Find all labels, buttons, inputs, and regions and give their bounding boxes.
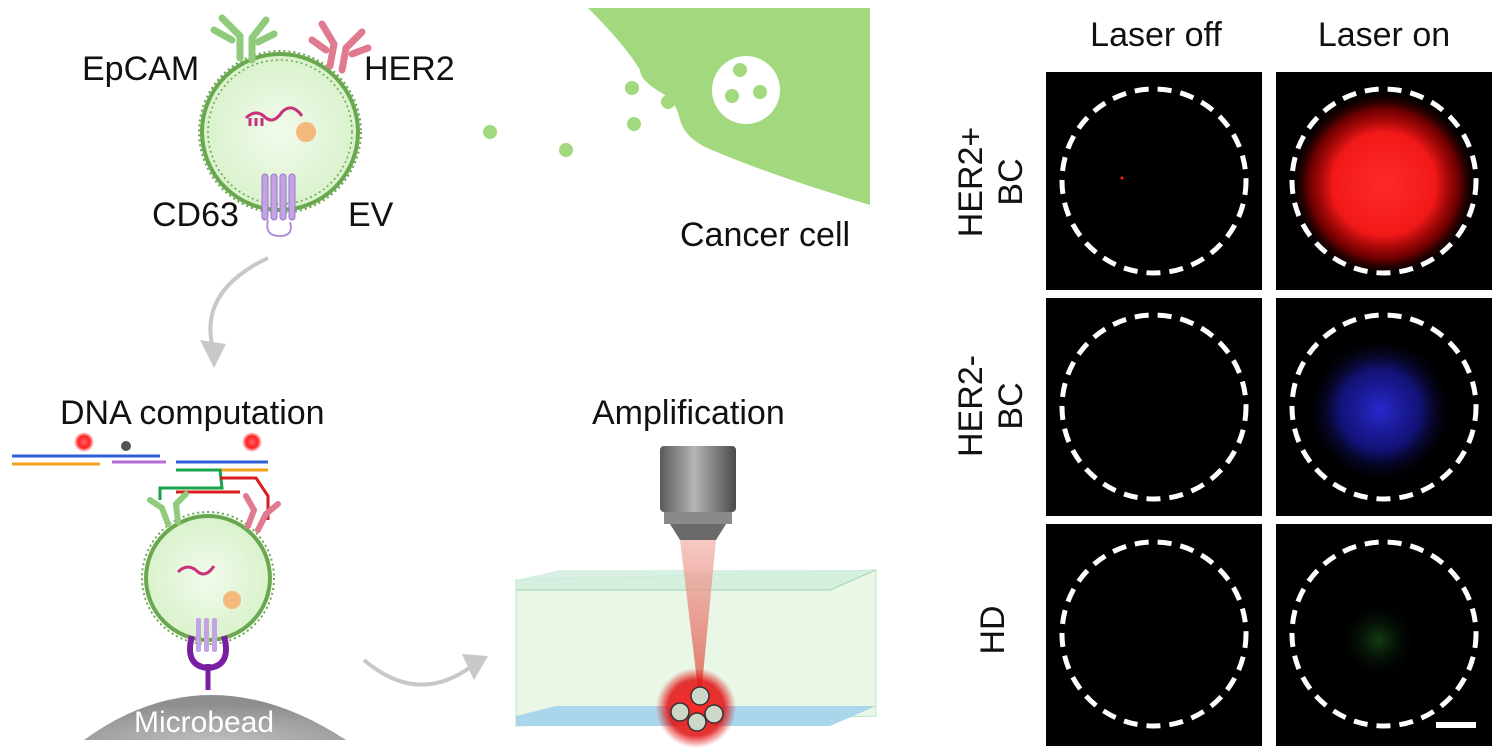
image-her2-neg-laser-off xyxy=(1046,298,1262,516)
rna-hairpin-icon xyxy=(176,565,216,576)
row-label-line1: HD xyxy=(974,605,1012,654)
ev-label: EV xyxy=(348,196,394,234)
chamber-outline xyxy=(1059,539,1249,729)
epcam-antibody-icon xyxy=(210,14,278,64)
ev-particle xyxy=(725,89,739,103)
flow-arrow-right xyxy=(362,654,488,687)
protein-cargo-icon xyxy=(296,122,316,142)
ev-particle xyxy=(625,81,639,95)
quencher-icon xyxy=(121,441,131,451)
cd63-capture-icon xyxy=(187,618,229,690)
column-header-laser-off: Laser off xyxy=(1090,16,1222,54)
captured-ev-membrane xyxy=(141,511,275,645)
microbead xyxy=(84,695,346,740)
ev-particle xyxy=(483,125,497,139)
row-label-hd: HD xyxy=(974,605,1012,654)
dna-computation-panel: DNA computation xyxy=(12,394,346,740)
her2-antibody-icon xyxy=(243,493,281,533)
blue-signal xyxy=(1306,336,1454,484)
ev-particle xyxy=(733,63,747,77)
scale-bar xyxy=(1436,722,1476,728)
amplification-spot xyxy=(656,668,736,748)
signal-speck xyxy=(1120,176,1124,180)
bead-particle xyxy=(687,712,707,732)
ev-particle xyxy=(661,95,675,109)
row-label-line1: HER2- xyxy=(952,355,990,457)
exocytosis-vesicle xyxy=(712,56,780,124)
cancer-cell-label: Cancer cell xyxy=(680,216,850,254)
bead-particle xyxy=(690,686,710,706)
fluorophore-icon xyxy=(242,432,262,452)
green-signal xyxy=(1338,600,1418,680)
bead-particle xyxy=(704,704,724,724)
row-label-her2-pos: HER2+ BC xyxy=(952,127,1030,238)
chamber-outline xyxy=(1289,86,1479,276)
cancer-cell: Cancer cell xyxy=(483,8,870,254)
epcam-label: EpCAM xyxy=(82,50,199,88)
chamber-outline xyxy=(1289,312,1479,502)
bead-particle xyxy=(670,702,690,722)
ev-schematic: EpCAM HER2 CD63 EV xyxy=(82,14,455,238)
ev-particle xyxy=(559,143,573,157)
amplification-panel: Amplification xyxy=(515,394,877,748)
ev-particle xyxy=(627,117,641,131)
dna-strands xyxy=(12,454,270,520)
flow-arrow-down xyxy=(200,256,269,368)
chamber-outline xyxy=(1059,86,1249,276)
imaging-grid: Laser off Laser on HER2+ BC HER2- BC HD xyxy=(952,16,1492,746)
amplification-title: Amplification xyxy=(592,394,785,432)
ev-membrane-inner xyxy=(207,59,353,205)
epcam-antibody-icon xyxy=(147,491,189,527)
fluorophore-icon xyxy=(74,432,94,452)
microbead-label: Microbead xyxy=(134,706,274,739)
column-header-laser-on: Laser on xyxy=(1318,16,1450,54)
protein-cargo-icon xyxy=(223,591,241,609)
chamber-outline xyxy=(1289,539,1479,729)
dna-computation-title: DNA computation xyxy=(60,394,325,432)
objective-lens-icon xyxy=(660,446,736,540)
cd63-protein-icon xyxy=(261,173,296,238)
row-label-line2: BC xyxy=(992,158,1030,205)
her2-label: HER2 xyxy=(364,50,455,88)
chamber-outline xyxy=(1059,312,1249,502)
image-hd-laser-off xyxy=(1046,524,1262,746)
cd63-label: CD63 xyxy=(152,196,239,234)
laser-beam xyxy=(680,540,716,706)
row-label-line1: HER2+ xyxy=(952,127,990,238)
row-label-line2: BC xyxy=(992,382,1030,429)
rna-hairpin-icon xyxy=(244,106,304,126)
row-label-her2-neg: HER2- BC xyxy=(952,355,1030,457)
image-her2-pos-laser-off xyxy=(1046,72,1262,290)
her2-antibody-icon xyxy=(308,20,372,74)
red-signal xyxy=(1290,90,1478,278)
ev-membrane-outer xyxy=(198,50,362,214)
ev-particle xyxy=(753,85,767,99)
